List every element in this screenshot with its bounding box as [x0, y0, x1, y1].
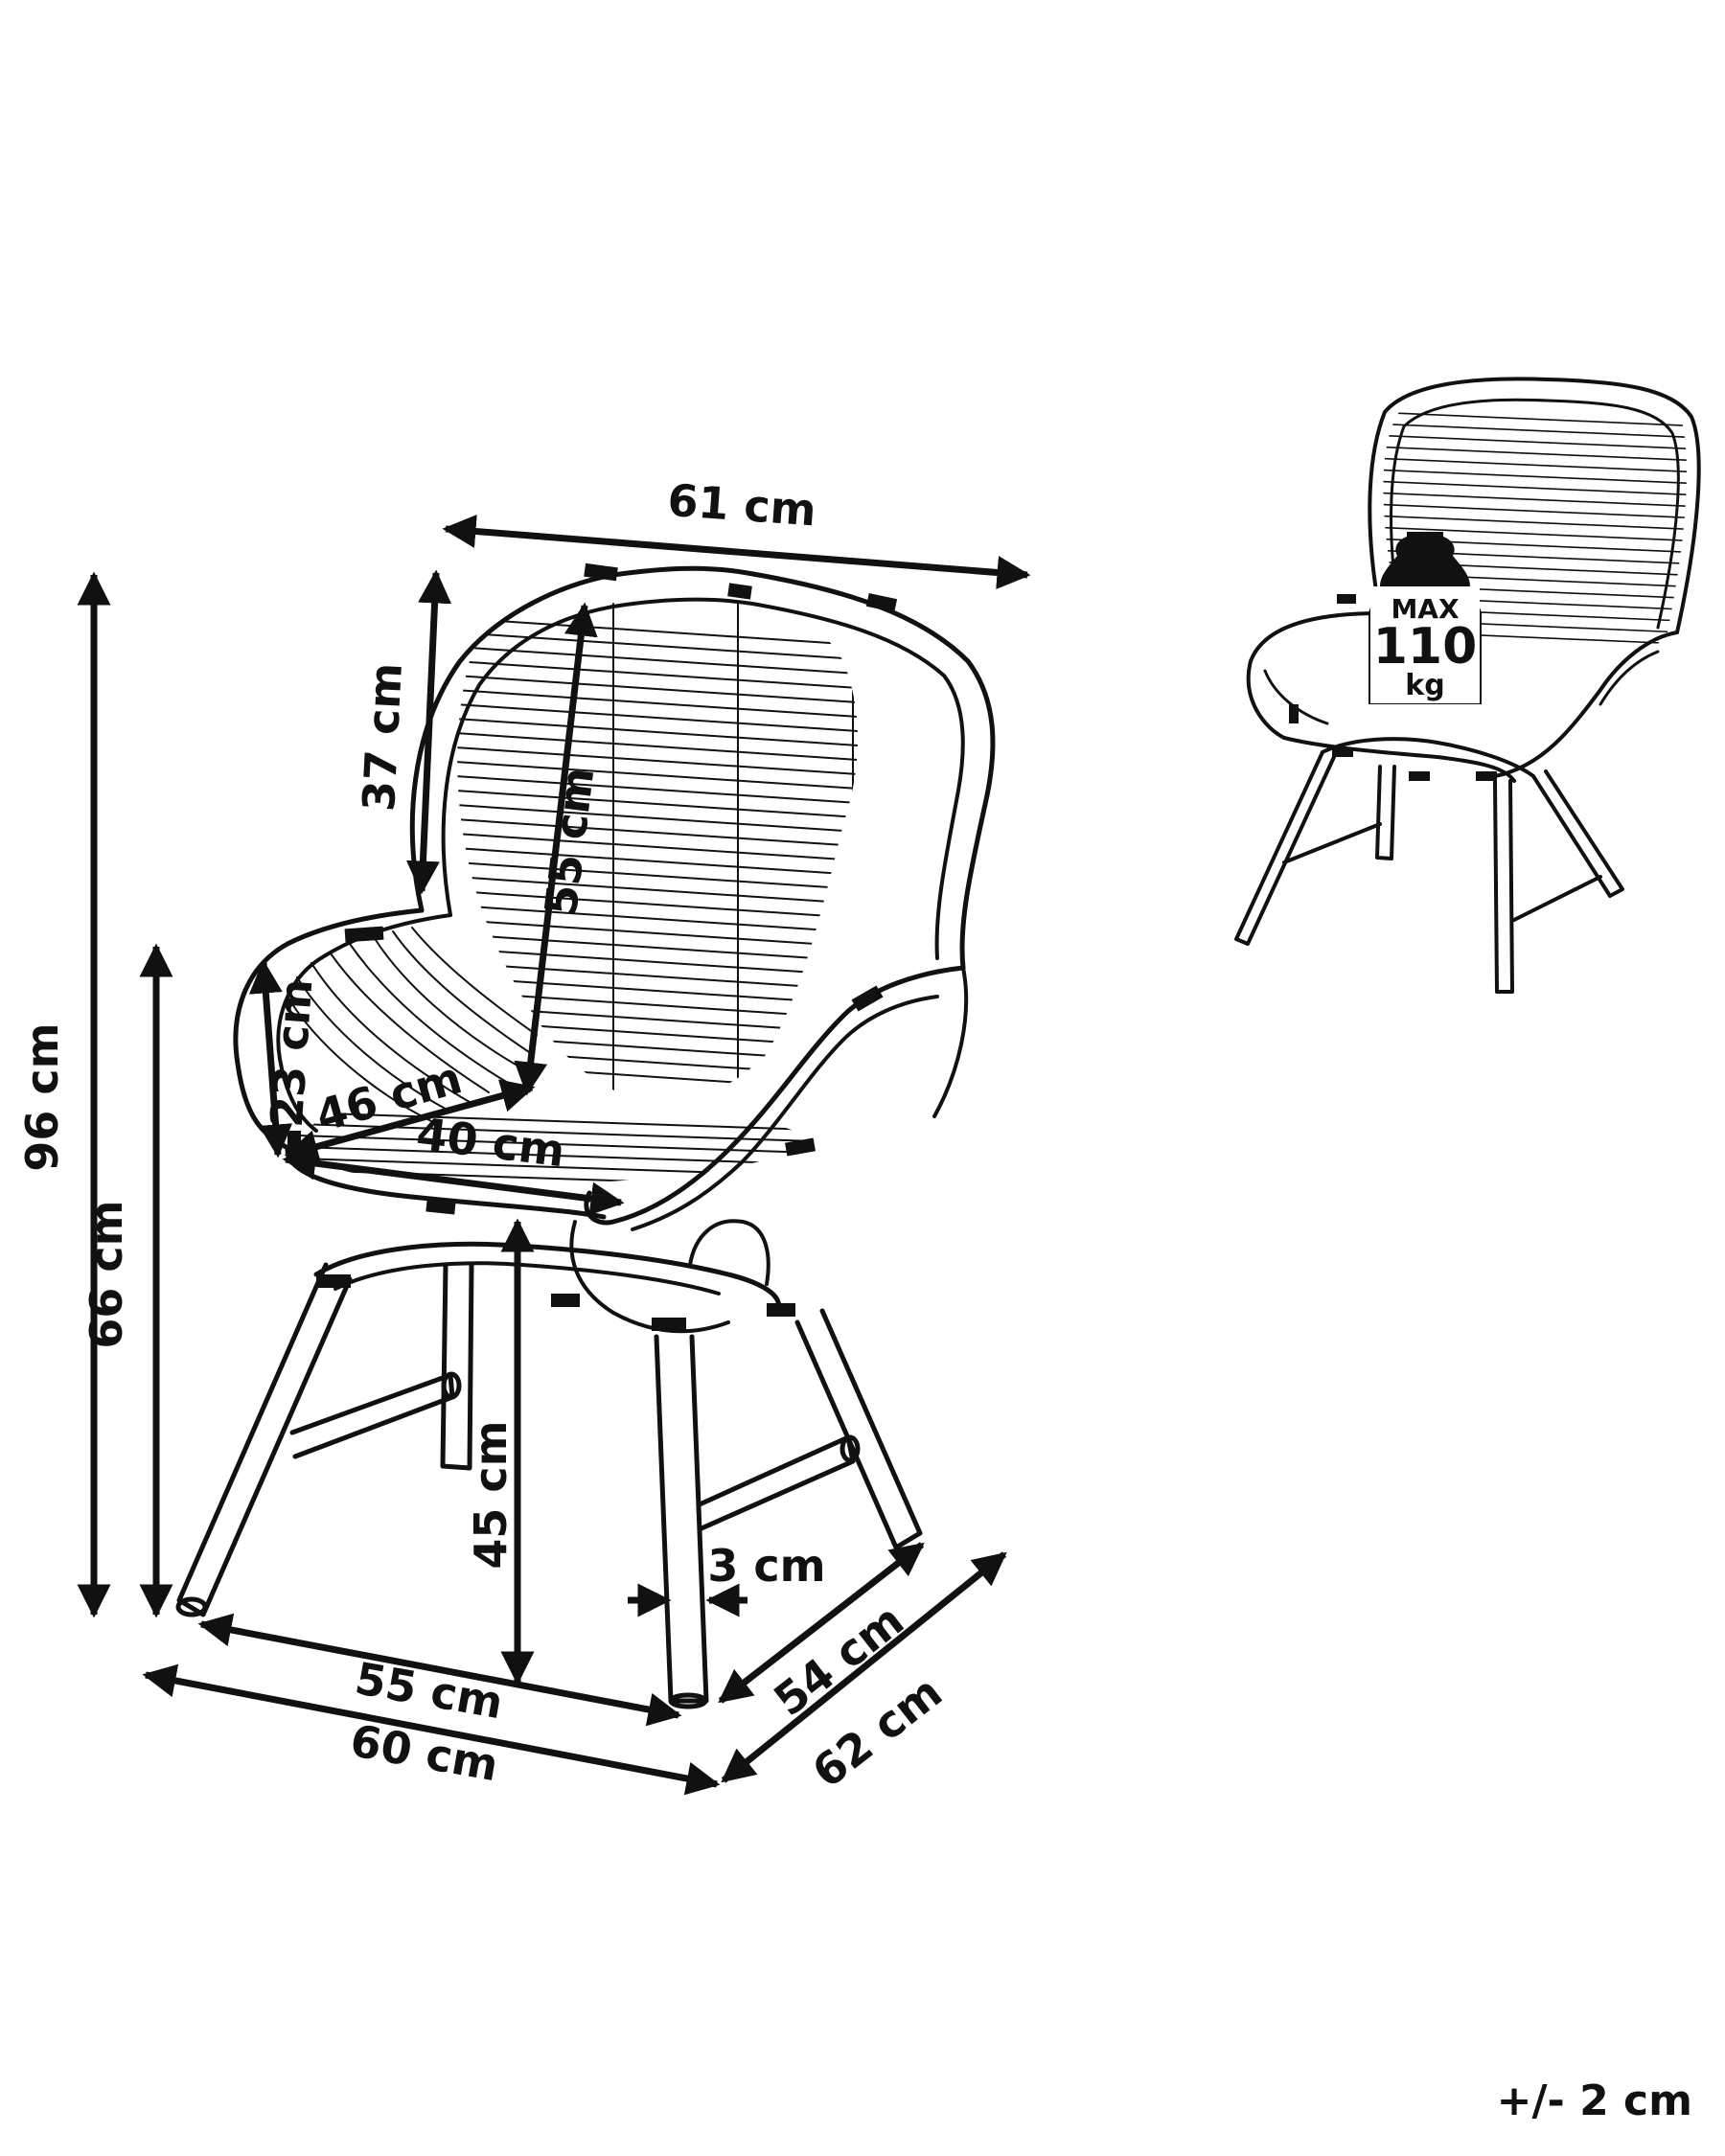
label-seat-width: 40 cm	[414, 1108, 568, 1178]
load-max-label: MAX	[1391, 593, 1460, 625]
label-armrest-height: 66 cm	[80, 1200, 132, 1348]
label-leg-thickness: 3 cm	[707, 1540, 825, 1592]
seat-support-ring	[313, 1241, 781, 1316]
load-value: 110	[1373, 618, 1478, 676]
dimension-arrows	[77, 515, 1031, 1796]
arrow-base-depth	[721, 1551, 1007, 1783]
label-upper-back: 37 cm	[353, 661, 412, 813]
load-rating-chair-drawing: MAX 110 kg	[1234, 377, 1701, 994]
arrow-armrest-to-seat	[248, 959, 293, 1158]
label-backrest-height: 55 cm	[535, 765, 605, 919]
weight-label-panel	[1370, 586, 1480, 703]
load-unit: kg	[1405, 669, 1444, 702]
backrest-weave	[457, 603, 858, 1102]
arrow-seat-depth	[284, 1079, 536, 1163]
arrow-base-width	[142, 1663, 721, 1796]
label-base-width: 60 cm	[347, 1714, 502, 1791]
arrow-top-width	[442, 515, 1031, 589]
arrow-upper-back	[405, 569, 452, 895]
arrow-seat-width	[282, 1146, 625, 1216]
tolerance-note: +/- 2 cm	[1496, 2076, 1692, 2125]
backrest-inner-frame	[441, 597, 965, 960]
label-total-height: 96 cm	[16, 1022, 68, 1171]
label-seat-height: 45 cm	[465, 1420, 517, 1569]
label-top-width: 61 cm	[666, 474, 818, 537]
chair-line-drawing	[175, 562, 996, 1709]
label-armrest-to-seat: 23 cm	[261, 977, 323, 1130]
right-armrest	[584, 965, 966, 1226]
arrow-backrest-height	[514, 602, 598, 1096]
